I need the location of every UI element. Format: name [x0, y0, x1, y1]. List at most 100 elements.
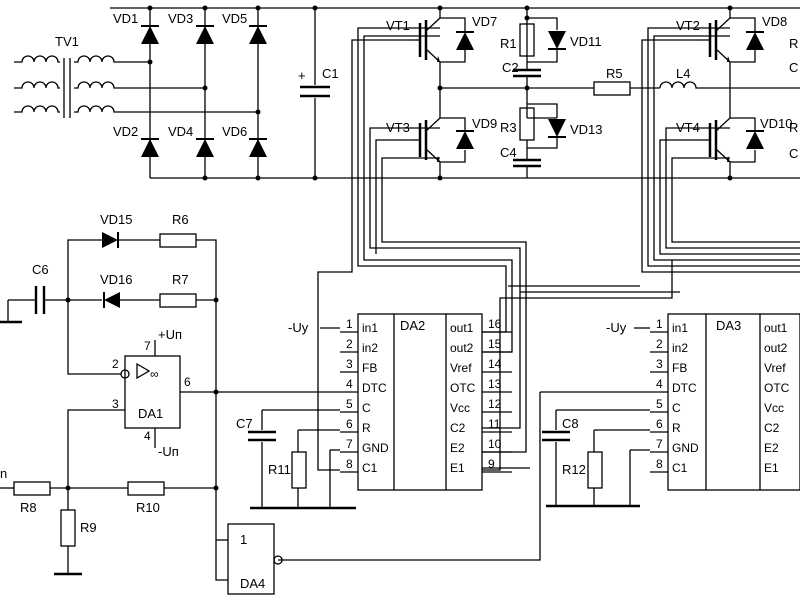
vd6-label: VD6: [222, 124, 247, 139]
r10-label: R10: [136, 500, 160, 515]
tv1-label: TV1: [55, 34, 79, 49]
vd4-label: VD4: [168, 124, 193, 139]
ic_da3-left-pin-num: 2: [656, 337, 663, 351]
ic_da2-right-pin-name: OTC: [450, 381, 476, 395]
ic_da3-left-pin-num: 6: [656, 417, 663, 431]
ic_da3-right-pin-name: E2: [764, 441, 779, 455]
output-filter: R5 L4: [440, 66, 800, 96]
vt2-label: VT2: [676, 18, 700, 33]
vd13-label: VD13: [570, 122, 603, 137]
ic_da2-right-pin-name: E1: [450, 461, 465, 475]
ic_da3-left-pin-num: 3: [656, 357, 663, 371]
ic_da2-right-pin-name: Vcc: [450, 401, 470, 415]
da1-pin3: 3: [112, 397, 119, 411]
vd5-label: VD5: [222, 11, 247, 26]
ic_da3-left-pin-num: 7: [656, 437, 663, 451]
r12-label: R12: [562, 462, 586, 477]
ic_da2-left-pin-name: in1: [362, 321, 378, 335]
c1-plus: +: [298, 68, 306, 83]
r9-label: R9: [80, 520, 97, 535]
ic_da2-left-pin-name: in2: [362, 341, 378, 355]
da2-name: DA2: [400, 318, 425, 333]
vd2-label: VD2: [113, 124, 138, 139]
r6-label: R6: [172, 212, 189, 227]
gate-da4: 1 DA4: [215, 523, 283, 595]
ic_da3-right-pin-name: C2: [764, 421, 780, 435]
ic_da3-left-pin-name: in2: [672, 341, 688, 355]
transformer-tv1: TV1: [14, 34, 258, 118]
vd16-label: VD16: [100, 272, 133, 287]
ic_da3-left-pin-num: 8: [656, 457, 663, 471]
ic_da2-right-pin-name: C2: [450, 421, 466, 435]
r8-label: R8: [20, 500, 37, 515]
ic_da2-right-pin-num: 16: [488, 317, 502, 331]
da4-name: DA4: [240, 576, 265, 591]
ic_da2-left-pin-num: 3: [346, 357, 353, 371]
edge-right-label-2: C: [789, 60, 798, 75]
c6-label: C6: [32, 262, 49, 277]
l4-label: L4: [676, 66, 690, 81]
vt1-label: VT1: [386, 18, 410, 33]
ic_da2-right-pin-name: Vref: [450, 361, 472, 375]
da1-pin4: 4: [144, 429, 151, 443]
ic_da2-left-pin-name: FB: [362, 361, 377, 375]
ic_da3-left-pin-num: 4: [656, 377, 663, 391]
vd15-label: VD15: [100, 212, 133, 227]
ic_da3-right-pin-name: E1: [764, 461, 779, 475]
r3-label: R3: [500, 120, 517, 135]
da1-pin6: 6: [184, 375, 191, 389]
da1-pin7: 7: [144, 339, 151, 353]
ic_da3-left-pin-name: DTC: [672, 381, 697, 395]
ic_da2-right-pin-name: out1: [450, 321, 474, 335]
vd11-label: VD11: [570, 34, 602, 49]
inverter-right-leg: VT2 VD8 VT4 VD10 R C R C: [676, 5, 798, 181]
c7-label: C7: [236, 416, 253, 431]
ic_da2-right-pin-name: out2: [450, 341, 474, 355]
ic_da3-left-pin-num: 1: [656, 317, 663, 331]
edge-left-label: n: [0, 466, 7, 481]
c1-label: C1: [322, 66, 339, 81]
ic_da2-right-pin-num: 13: [488, 377, 502, 391]
rectifier-bridge: VD1 VD3 VD5 VD2 VD4 VD6: [110, 5, 800, 181]
ic_da3-left-pin-num: 5: [656, 397, 663, 411]
ic_da2-left-pin-num: 4: [346, 377, 353, 391]
da1-pin2: 2: [112, 357, 119, 371]
capacitor-c1: + C1: [298, 5, 339, 181]
c4-label: C4: [500, 145, 517, 160]
ic_da2-left-pin-num: 8: [346, 457, 353, 471]
ic_da2-left-pin-name: DTC: [362, 381, 387, 395]
da1-name: DA1: [138, 406, 163, 421]
ic_da2-right-pin-num: 14: [488, 357, 502, 371]
ic_da2-left-pin-num: 7: [346, 437, 353, 451]
da1-vpos: +Uп: [158, 327, 182, 342]
vd10-label: VD10: [760, 116, 793, 131]
ic_da2-right-pin-name: E2: [450, 441, 465, 455]
da3-external: -Uу C8 R12: [278, 320, 650, 561]
ic_da2-right-pin-num: 9: [488, 457, 495, 471]
c8-label: C8: [562, 416, 579, 431]
da2-external: -Uу C7 R11: [216, 320, 356, 510]
r5-label: R5: [606, 66, 623, 81]
ic_da3-right-pin-name: Vref: [764, 361, 786, 375]
ic_da3-left-pin-name: C1: [672, 461, 688, 475]
da3-name: DA3: [716, 318, 741, 333]
vd7-label: VD7: [472, 14, 497, 29]
ic_da2-left-pin-name: C: [362, 401, 371, 415]
vd8-label: VD8: [762, 14, 787, 29]
ic_da3-left-pin-name: R: [672, 421, 681, 435]
input-uy-da3: -Uу: [606, 320, 627, 335]
ic_da2-right-pin-num: 10: [488, 437, 502, 451]
ic_da2-left-pin-name: R: [362, 421, 371, 435]
ic_da2-left-pin-num: 5: [346, 397, 353, 411]
input-uy-da2: -Uу: [288, 320, 309, 335]
r11-label: R11: [268, 462, 291, 477]
ic_da2-left-pin-name: GND: [362, 441, 389, 455]
edge-right-label-1: R: [789, 36, 798, 51]
edge-right-label-3: R: [789, 120, 798, 135]
ic_da3-right-pin-name: Vcc: [764, 401, 784, 415]
ic_da3-left-pin-name: GND: [672, 441, 699, 455]
gate-drive-wires-da3: [482, 27, 800, 471]
